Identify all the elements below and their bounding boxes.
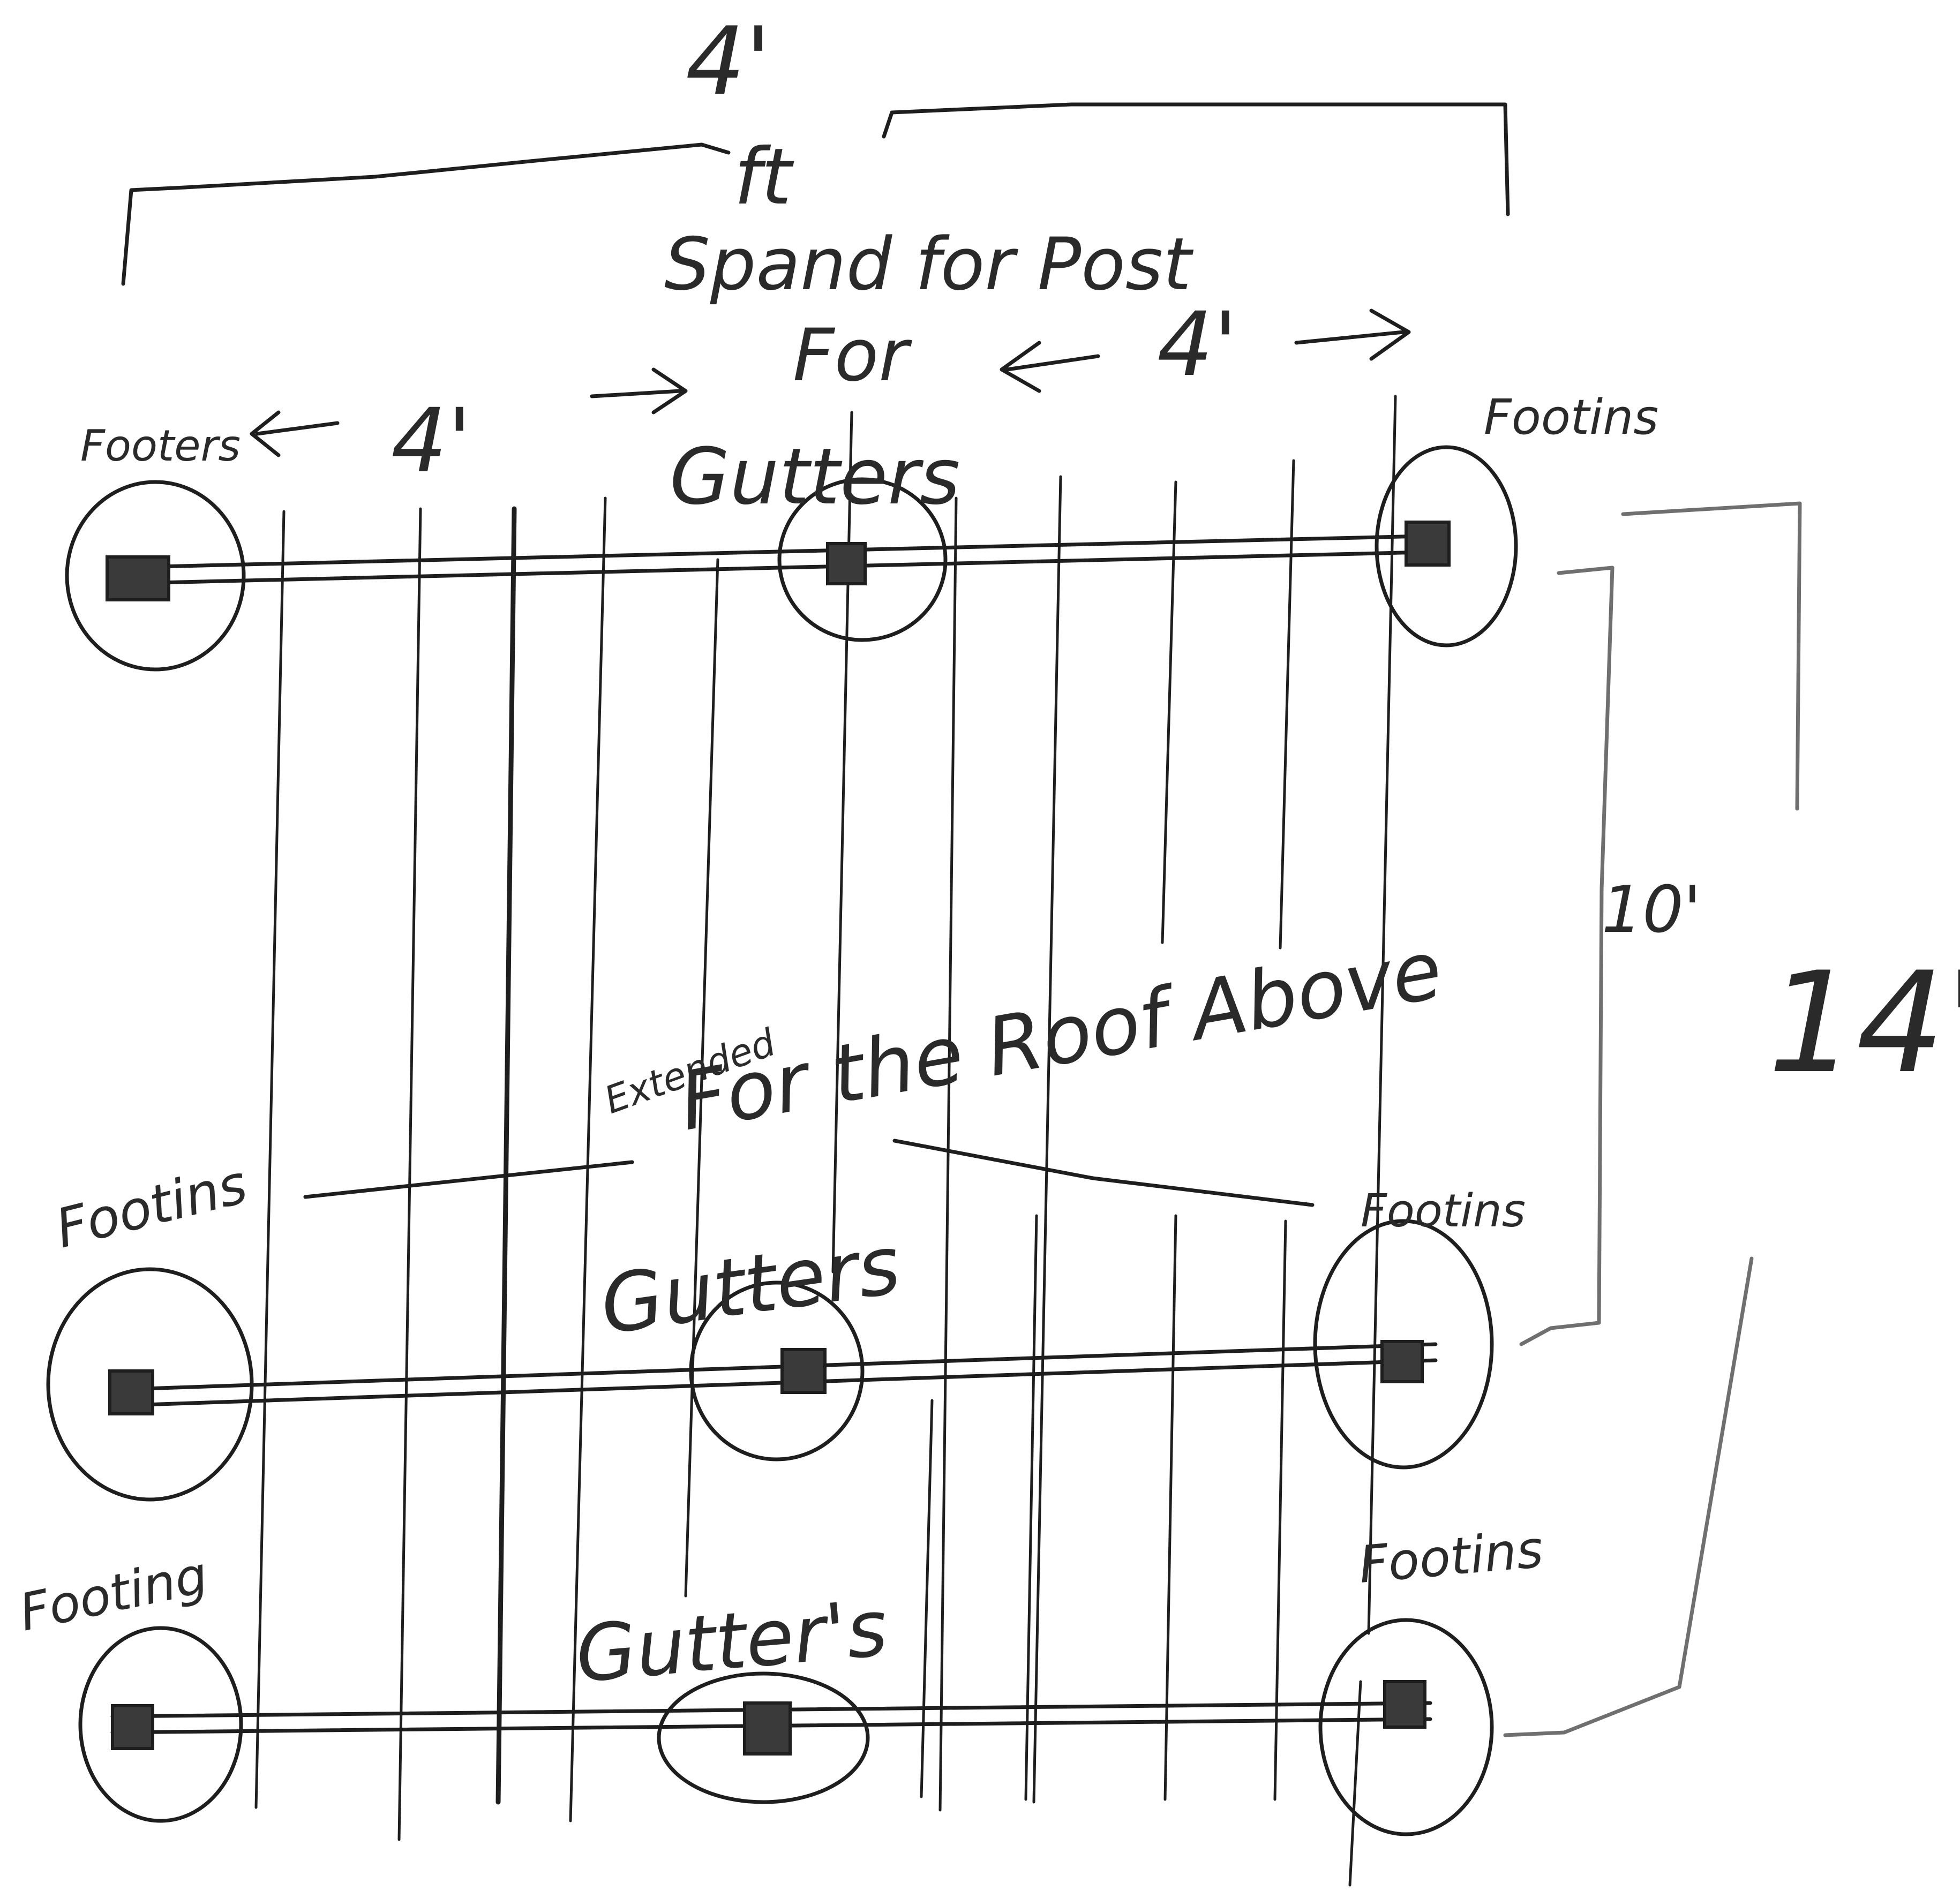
footings-mid-left-label: Footins	[50, 1152, 253, 1260]
post	[1380, 1340, 1424, 1383]
joist-line	[1032, 475, 1062, 1804]
joist-line	[1279, 459, 1295, 950]
footing-circle	[46, 1267, 254, 1502]
footing-circle	[78, 1626, 243, 1823]
post	[1383, 1680, 1426, 1729]
fourteen-foot-bracket-bottom	[1503, 1256, 1754, 1737]
post	[111, 1704, 154, 1750]
ten-foot-bracket	[1519, 566, 1614, 1346]
joist-line	[1273, 1219, 1287, 1801]
joist-line	[569, 496, 607, 1822]
post	[106, 555, 170, 601]
joist-line	[938, 496, 958, 1812]
span-arrows	[250, 308, 1411, 457]
post	[1405, 521, 1451, 567]
gutters-top-label: Gutters	[670, 432, 960, 522]
joist-line	[920, 1399, 934, 1798]
post	[743, 1701, 792, 1756]
left-span-dimension: 4'	[391, 389, 471, 492]
footing-circle	[777, 477, 948, 642]
joist-line	[1024, 1214, 1038, 1801]
footing-circle	[689, 1280, 865, 1461]
post	[108, 1369, 154, 1415]
joist-line	[397, 507, 422, 1841]
beam-rows	[110, 533, 1448, 1735]
footing-circle	[1375, 445, 1518, 647]
for-label: For	[793, 313, 912, 397]
gutters-mid-label: Gutters	[595, 1218, 906, 1352]
span-for-post-label: Spand for Post	[664, 222, 1194, 306]
post	[780, 1348, 827, 1394]
right-span-dimension: 4'	[1157, 293, 1237, 396]
footings-top-right-label: Footins	[1484, 389, 1658, 446]
footings-mid-right-label: Footins	[1361, 1185, 1526, 1238]
ft-label: ft	[734, 132, 794, 222]
depth-dimension-inner: 10'	[1602, 873, 1701, 947]
footing-circle	[657, 1671, 870, 1804]
gutters-bottom-label: Gutter's	[572, 1583, 891, 1700]
middle-beam	[110, 1342, 1438, 1408]
depth-dimension-outer: 14'	[1768, 943, 1960, 1104]
joist-line	[1348, 1680, 1362, 1887]
top-span-bracket	[121, 102, 1510, 286]
joist-line	[1163, 1214, 1177, 1801]
joist-line	[831, 411, 853, 1274]
annotations: 4' ft Spand for Post For Gutters 4' 4' F…	[14, 7, 1960, 1700]
joist-line	[684, 558, 719, 1598]
post	[826, 542, 867, 585]
for-the-roof-above-label: For the Roof Above	[673, 923, 1449, 1149]
footing-circle	[1313, 1219, 1494, 1470]
top-span-dimension: 4'	[686, 7, 771, 116]
footings	[46, 445, 1518, 1836]
depth-dimension-brackets	[1503, 501, 1802, 1737]
footing-bottom-left-label: Footing	[14, 1546, 213, 1643]
footing-circle	[65, 480, 246, 672]
fourteen-foot-bracket	[1621, 501, 1802, 811]
footing-circle	[1318, 1618, 1494, 1836]
joist-line	[495, 506, 517, 1805]
roof-extension-line	[303, 1139, 1315, 1207]
joist-line	[254, 510, 286, 1809]
joist-line	[1161, 480, 1177, 944]
posts	[106, 521, 1451, 1756]
footings-bottom-right-label: Footins	[1356, 1520, 1545, 1595]
footers-top-left-label: Footers	[80, 421, 241, 471]
